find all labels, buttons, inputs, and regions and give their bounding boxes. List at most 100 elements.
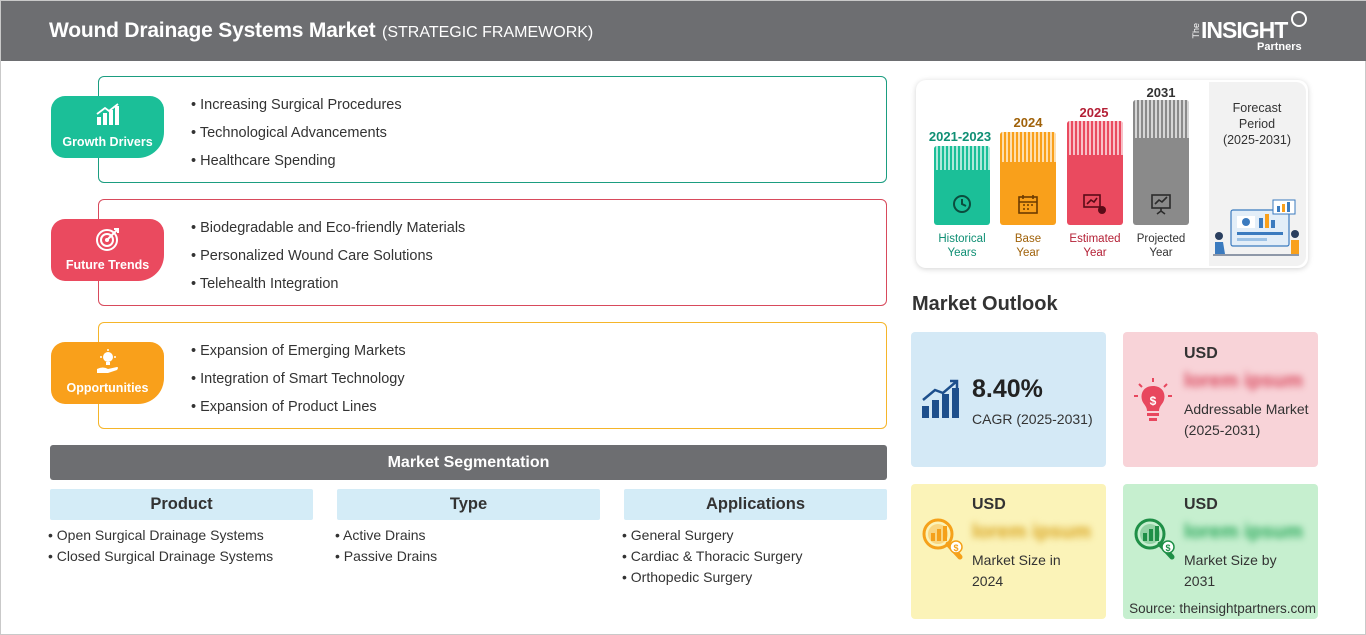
list-item: General Surgery — [622, 526, 803, 547]
growth-drivers-box: Increasing Surgical Procedures Technolog… — [98, 76, 887, 183]
market-size-2031-label: Market Size by 2031 — [1184, 552, 1277, 589]
calendar-icon — [1018, 195, 1038, 214]
period-label-line2: Year — [1149, 247, 1173, 259]
applications-header: Applications — [624, 489, 887, 520]
estimate-icon — [1083, 194, 1106, 214]
list-item: Cardiac & Thoracic Surgery — [622, 547, 803, 568]
list-item: Biodegradable and Eco-friendly Materials — [191, 218, 465, 246]
forecast-line3: (2025-2031) — [1222, 133, 1292, 147]
list-item: Healthcare Spending — [191, 151, 402, 179]
magnifier-chart-icon: $ — [1134, 518, 1175, 560]
logo-main: INSIGHT — [1201, 17, 1288, 43]
future-trends-list: Biodegradable and Eco-friendly Materials… — [191, 218, 465, 302]
svg-text:$: $ — [1165, 543, 1170, 553]
period-label-line1: Historical — [938, 233, 986, 245]
addressable-label: Addressable Market (2025-2031) — [1184, 401, 1309, 438]
period-bar-historical — [934, 146, 990, 225]
period-label-line1: Projected — [1136, 233, 1186, 245]
logo-ring-icon — [1291, 11, 1307, 27]
period-year: 2021-2023 — [928, 129, 992, 144]
list-item: Technological Advancements — [191, 123, 402, 151]
addressable-market-card: $ USD lorem ipsum Addressable Market (20… — [1123, 332, 1318, 467]
list-item: Increasing Surgical Procedures — [191, 95, 402, 123]
opportunities-list: Expansion of Emerging Markets Integratio… — [191, 341, 406, 425]
market-size-2024-label: Market Size in 2024 — [972, 552, 1061, 589]
period-label-line2: Years — [947, 247, 977, 259]
period-label-line1: Base — [1014, 233, 1042, 245]
magnifier-chart-icon: $ — [922, 518, 963, 560]
history-icon — [953, 195, 971, 213]
period-label-line2: Year — [1016, 247, 1040, 259]
page-title: Wound Drainage Systems Market — [49, 19, 376, 42]
type-header: Type — [337, 489, 600, 520]
header-bar: Wound Drainage Systems Market (STRATEGIC… — [1, 1, 1366, 61]
list-item: Active Drains — [335, 526, 437, 547]
period-bar-projected — [1133, 100, 1189, 225]
cagr-label: CAGR (2025-2031) — [972, 411, 1093, 427]
bulb-dollar-icon: $ — [1134, 378, 1172, 421]
product-header: Product — [50, 489, 313, 520]
logo-prefix: The — [1191, 23, 1201, 39]
applications-list: General Surgery Cardiac & Thoracic Surge… — [622, 526, 803, 589]
growth-bars-icon — [922, 379, 959, 418]
badge-label: Opportunities — [66, 381, 149, 395]
list-item: Open Surgical Drainage Systems — [48, 526, 273, 547]
segmentation-title: Market Segmentation — [50, 445, 887, 480]
future-trends-badge: Future Trends — [51, 219, 164, 281]
blurred-value: lorem ipsum — [1184, 370, 1303, 392]
target-icon — [96, 228, 119, 251]
period-bar-estimated — [1067, 121, 1123, 225]
cagr-card: 8.40% CAGR (2025-2031) — [911, 332, 1106, 467]
period-year: 2024 — [1013, 115, 1043, 130]
list-item: Personalized Wound Care Solutions — [191, 246, 465, 274]
analytics-illustration-icon — [1213, 199, 1299, 256]
blurred-value: lorem ipsum — [972, 521, 1091, 543]
blurred-value: lorem ipsum — [1184, 521, 1303, 543]
growth-drivers-list: Increasing Surgical Procedures Technolog… — [191, 95, 402, 179]
insight-partners-logo: The INSIGHT Partners — [1191, 9, 1311, 55]
opportunities-badge: Opportunities — [51, 342, 164, 404]
type-list: Active Drains Passive Drains — [335, 526, 437, 568]
opportunities-box: Expansion of Emerging Markets Integratio… — [98, 322, 887, 429]
market-size-2031-card: $ USD lorem ipsum Market Size by 2031 — [1123, 484, 1318, 619]
list-item: Expansion of Product Lines — [191, 397, 406, 425]
presentation-icon — [1151, 194, 1171, 215]
list-item: Expansion of Emerging Markets — [191, 341, 406, 369]
forecast-line1: Forecast — [1232, 101, 1282, 115]
badge-label: Growth Drivers — [62, 135, 153, 149]
badge-label: Future Trends — [65, 258, 150, 272]
forecast-line2: Period — [1238, 117, 1276, 131]
list-item: Telehealth Integration — [191, 274, 465, 302]
usd-label: USD — [972, 496, 1006, 513]
list-item: Integration of Smart Technology — [191, 369, 406, 397]
forecast-period-label: Forecast Period (2025-2031) — [1214, 100, 1300, 148]
cagr-value: 8.40% — [972, 375, 1043, 403]
list-item: Passive Drains — [335, 547, 437, 568]
period-year: 2025 — [1079, 105, 1109, 120]
period-label-line1: Estimated — [1069, 233, 1121, 245]
period-label-line2: Year — [1083, 247, 1107, 259]
usd-label: USD — [1184, 345, 1218, 362]
future-trends-box: Biodegradable and Eco-friendly Materials… — [98, 199, 887, 306]
product-list: Open Surgical Drainage Systems Closed Su… — [48, 526, 273, 568]
source-text: Source: theinsightpartners.com — [1129, 601, 1316, 616]
hand-bulb-icon — [97, 349, 118, 373]
svg-text:$: $ — [1150, 394, 1157, 408]
market-size-2024-card: $ USD lorem ipsum Market Size in 2024 — [911, 484, 1106, 619]
market-outlook-title: Market Outlook — [912, 293, 1058, 315]
growth-drivers-badge: Growth Drivers — [51, 96, 164, 158]
list-item: Closed Surgical Drainage Systems — [48, 547, 273, 568]
logo-sub: Partners — [1257, 41, 1302, 53]
list-item: Orthopedic Surgery — [622, 568, 803, 589]
usd-label: USD — [1184, 496, 1218, 513]
page-subtitle: (STRATEGIC FRAMEWORK) — [382, 24, 594, 41]
period-bar-base — [1000, 132, 1056, 225]
growth-chart-icon — [96, 103, 119, 125]
svg-text:$: $ — [953, 543, 958, 553]
period-year: 2031 — [1146, 85, 1176, 100]
